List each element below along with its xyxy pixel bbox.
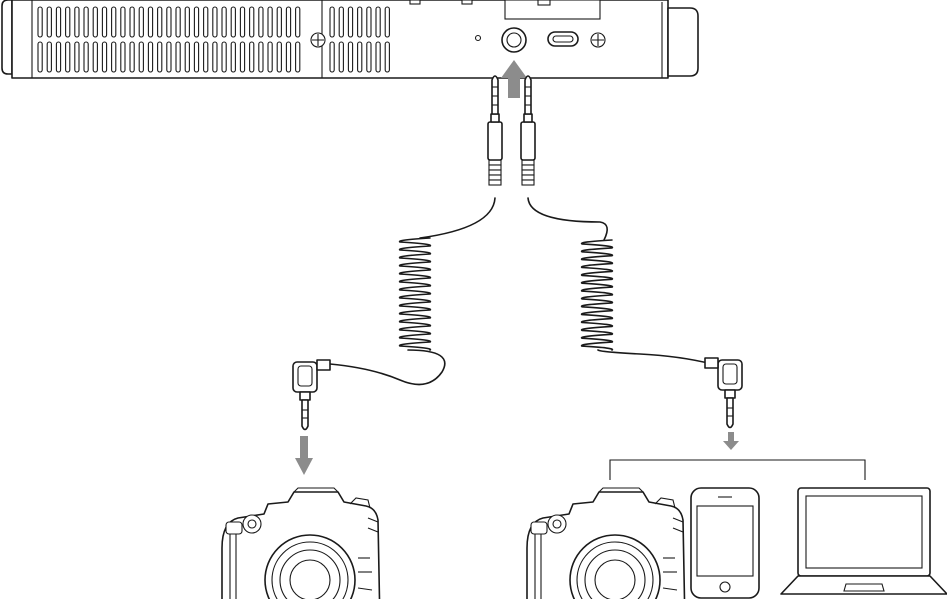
right-angled-plug-icon: [704, 357, 743, 429]
smartphone-icon: [690, 487, 760, 599]
left-camera-icon: [221, 487, 381, 599]
left-output-arrow-icon: [295, 436, 313, 475]
audio-out-jack-icon: [501, 27, 527, 53]
right-camera-icon: [526, 487, 686, 599]
device-bracket: [609, 459, 866, 480]
shotgun-microphone-icon: [1, 0, 699, 79]
usb-c-port-icon: [547, 31, 579, 47]
coiled-trs-cable-icon: [329, 75, 713, 386]
right-output-arrow-icon: [723, 432, 739, 450]
input-arrow-icon: [501, 60, 527, 98]
left-angled-plug-icon: [292, 359, 331, 431]
laptop-icon: [780, 487, 947, 595]
